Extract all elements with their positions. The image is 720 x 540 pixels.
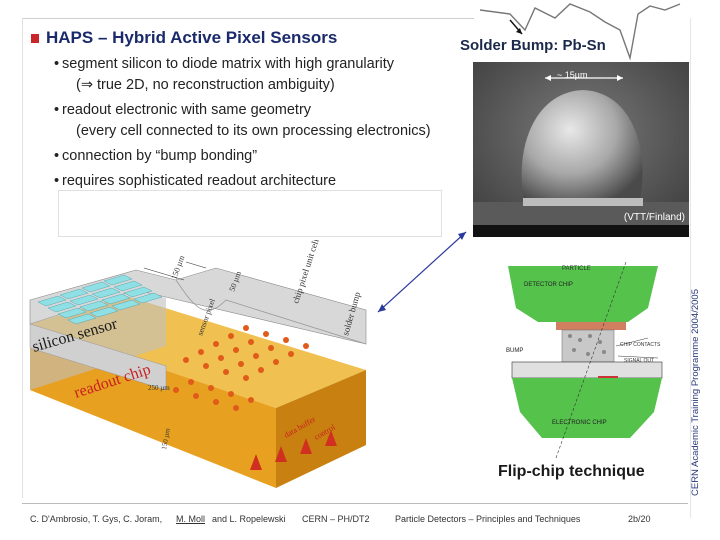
bump-label: BUMP bbox=[506, 348, 523, 354]
dim-150b-label: 150 µm bbox=[160, 427, 172, 450]
footer-course: CERN – PH/DT2 bbox=[302, 514, 370, 524]
bullet-item: •requires sophisticated readout architec… bbox=[54, 173, 337, 189]
decorative-wave bbox=[480, 3, 681, 61]
flip-chip-diagram: PARTICLE DETECTOR CHIP BUMP CHIP CONTACT… bbox=[506, 262, 663, 458]
footer-topic: Particle Detectors – Principles and Tech… bbox=[395, 514, 581, 524]
bullet-text: segment silicon to diode matrix with hig… bbox=[62, 56, 395, 72]
bullet-text: requires sophisticated readout architect… bbox=[62, 173, 337, 189]
pixel-chip-diagram: silicon sensor readout chip sensor pixel… bbox=[29, 240, 367, 488]
bullet-list: •segment silicon to diode matrix with hi… bbox=[54, 54, 431, 192]
solder-bump-title: Solder Bump: Pb-Sn bbox=[460, 37, 606, 54]
solder-bump-image bbox=[473, 62, 689, 237]
footer: C. D'Ambrosio, T. Gys, C. Joram, M. Moll… bbox=[0, 510, 720, 528]
photo-info-strip bbox=[473, 225, 689, 237]
bullet-subtext: (⇒ true 2D, no reconstruction ambiguity) bbox=[76, 77, 335, 93]
footer-authors-post: and L. Ropelewski bbox=[212, 514, 286, 524]
photo-credit: (VTT/Finland) bbox=[623, 212, 685, 223]
slide-title: HAPS – Hybrid Active Pixel Sensors bbox=[46, 28, 338, 47]
dim-150-label: 150 µm bbox=[169, 254, 186, 281]
left-rule bbox=[22, 18, 23, 498]
vertical-side-text: CERN Academic Training Programme 2004/20… bbox=[690, 289, 701, 496]
dim-250-label: 250 µm bbox=[148, 384, 170, 392]
bullet-item: •readout electronic with same geometry(e… bbox=[54, 100, 431, 142]
signal-out-label: SIGNAL OUT bbox=[624, 358, 654, 364]
particle-label: PARTICLE bbox=[562, 266, 591, 272]
solder-bump-photo: ~ 15µm (VTT/Finland) bbox=[473, 62, 689, 237]
bullet-text: readout electronic with same geometry bbox=[62, 102, 312, 118]
footer-author-underlined: M. Moll bbox=[176, 514, 205, 524]
bullet-text: connection by “bump bonding” bbox=[62, 148, 258, 164]
bullet-item: •connection by “bump bonding” bbox=[54, 148, 258, 164]
blank-text-box bbox=[58, 190, 442, 237]
footer-rule bbox=[22, 503, 688, 504]
footer-authors-pre: C. D'Ambrosio, T. Gys, C. Joram, bbox=[30, 514, 163, 524]
scale-label: ~ 15µm bbox=[557, 70, 588, 80]
top-rule bbox=[22, 18, 474, 19]
detector-chip-label: DETECTOR CHIP bbox=[524, 282, 573, 288]
title-bullet-icon bbox=[31, 34, 39, 43]
electronic-chip-label: ELECTRONIC CHIP bbox=[552, 420, 607, 426]
flip-chip-title: Flip-chip technique bbox=[498, 463, 645, 480]
chip-contacts-label: CHIP CONTACTS bbox=[620, 342, 661, 348]
right-rule bbox=[690, 18, 691, 518]
footer-page-number: 2b/20 bbox=[628, 514, 651, 524]
bullet-item: •segment silicon to diode matrix with hi… bbox=[54, 54, 431, 96]
bullet-subtext: (every cell connected to its own process… bbox=[76, 123, 431, 139]
